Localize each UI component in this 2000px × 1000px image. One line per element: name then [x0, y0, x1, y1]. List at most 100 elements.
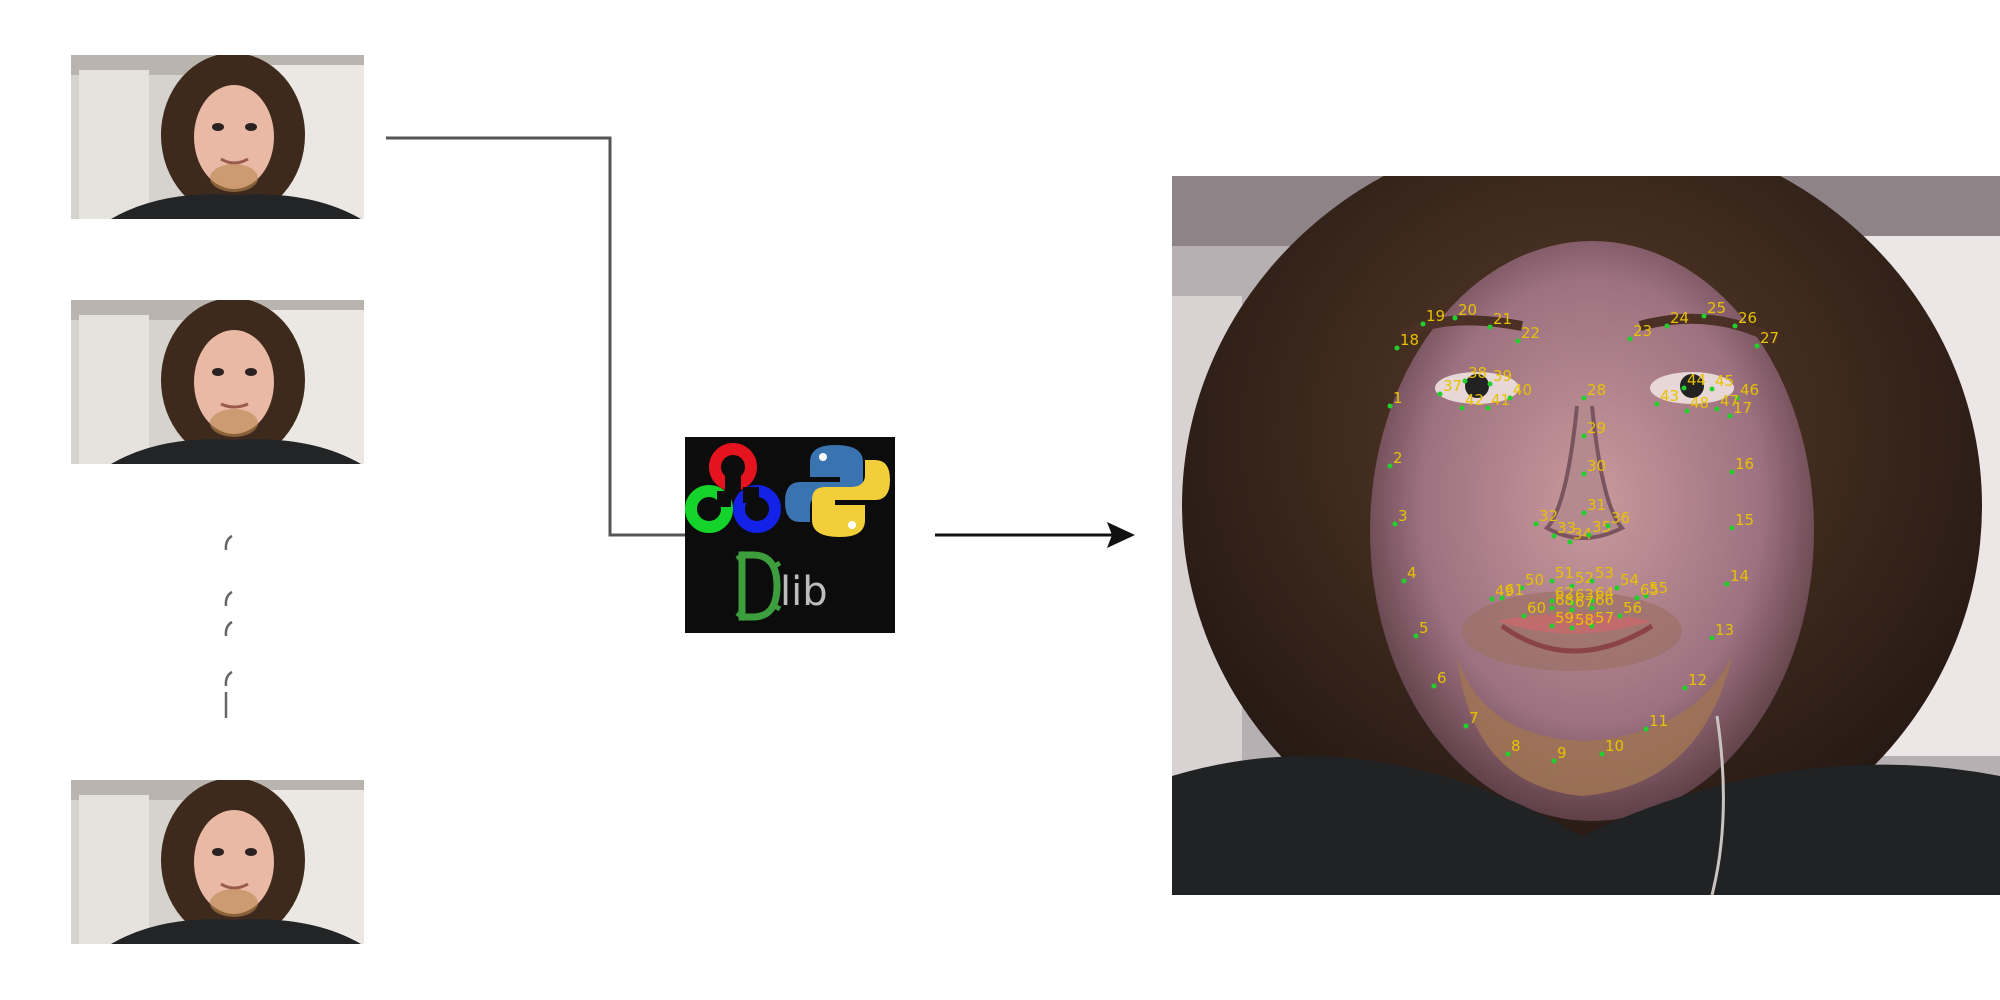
- landmark-label: 15: [1735, 511, 1754, 529]
- landmark-label: 11: [1649, 712, 1668, 730]
- landmark-point: [1519, 585, 1525, 591]
- landmark-label: 55: [1649, 579, 1668, 597]
- landmark-label: 49: [1495, 582, 1514, 600]
- landmark-point: [1387, 463, 1393, 469]
- landmark-label: 65: [1640, 581, 1659, 599]
- landmark-point: [1551, 533, 1557, 539]
- landmark-point: [1627, 336, 1633, 342]
- landmark-point: [1387, 403, 1393, 409]
- landmark-point: [1485, 405, 1491, 411]
- landmark-point: [1684, 408, 1690, 414]
- landmark-point: [1586, 532, 1592, 538]
- landmark-label: 28: [1587, 381, 1606, 399]
- landmark-point: [1709, 635, 1715, 641]
- landmark-label: 27: [1760, 329, 1779, 347]
- landmark-point: [1681, 385, 1687, 391]
- landmark-point: [1589, 598, 1595, 604]
- landmark-point: [1732, 323, 1738, 329]
- landmark-label: 57: [1595, 609, 1614, 627]
- dlib-wordmark: lib: [780, 569, 828, 615]
- landmark-label: 25: [1707, 299, 1726, 317]
- landmark-label: 38: [1468, 364, 1487, 382]
- vertical-ellipsis: [224, 534, 233, 718]
- landmark-point: [1724, 581, 1730, 587]
- landmark-label: 1: [1393, 389, 1403, 407]
- landmark-label: 29: [1587, 419, 1606, 437]
- landmark-label: 44: [1687, 371, 1706, 389]
- landmark-point: [1643, 726, 1649, 732]
- landmark-point: [1664, 323, 1670, 329]
- landmark-label: 37: [1443, 377, 1462, 395]
- landmark-label: 52: [1575, 569, 1594, 587]
- landmark-point: [1487, 324, 1493, 330]
- landmark-label: 51: [1555, 564, 1574, 582]
- landmark-label: 9: [1557, 744, 1567, 762]
- landmark-point: [1499, 595, 1505, 601]
- landmark-label: 24: [1670, 309, 1689, 327]
- landmark-label: 31: [1587, 496, 1606, 514]
- landmark-point: [1401, 578, 1407, 584]
- landmark-point: [1581, 395, 1587, 401]
- landmark-label: 61: [1505, 581, 1524, 599]
- landmark-label: 64: [1595, 584, 1614, 602]
- landmark-label: 67: [1575, 593, 1594, 611]
- landmark-label: 59: [1555, 609, 1574, 627]
- landmark-label: 18: [1400, 331, 1419, 349]
- landmark-label: 3: [1398, 507, 1408, 525]
- landmark-label: 68: [1555, 591, 1574, 609]
- landmark-label: 5: [1419, 619, 1429, 637]
- landmark-label: 60: [1527, 599, 1546, 617]
- landmark-label: 12: [1688, 671, 1707, 689]
- landmark-point: [1709, 386, 1715, 392]
- landmark-point: [1754, 343, 1760, 349]
- arrow-head-icon: [1107, 522, 1135, 548]
- landmark-label: 20: [1458, 301, 1477, 319]
- landmark-label: 54: [1620, 571, 1639, 589]
- landmark-point: [1392, 521, 1398, 527]
- dlib-logo-icon: [735, 551, 782, 621]
- landmark-point: [1452, 315, 1458, 321]
- landmark-label: 16: [1735, 455, 1754, 473]
- landmark-point: [1521, 613, 1527, 619]
- landmark-point: [1581, 471, 1587, 477]
- landmark-label: 4: [1407, 564, 1417, 582]
- landmark-label: 32: [1539, 507, 1558, 525]
- landmark-point: [1505, 751, 1511, 757]
- landmark-label: 7: [1469, 709, 1479, 727]
- landmark-label: 26: [1738, 309, 1757, 327]
- landmark-point: [1654, 401, 1660, 407]
- landmark-point: [1682, 685, 1688, 691]
- landmark-point: [1589, 623, 1595, 629]
- landmark-point: [1549, 605, 1555, 611]
- landmark-point: [1569, 607, 1575, 613]
- landmark-point: [1549, 623, 1555, 629]
- landmark-point: [1729, 469, 1735, 475]
- landmark-label: 30: [1587, 457, 1606, 475]
- landmark-point: [1515, 338, 1521, 344]
- landmark-label: 6: [1437, 669, 1447, 687]
- landmark-label: 35: [1592, 518, 1611, 536]
- landmark-label: 47: [1720, 392, 1739, 410]
- landmark-label: 14: [1730, 567, 1749, 585]
- landmark-point: [1437, 391, 1443, 397]
- landmark-label: 41: [1491, 391, 1510, 409]
- processing-logos: lib: [685, 437, 895, 633]
- landmark-label: 43: [1660, 387, 1679, 405]
- landmark-point: [1533, 521, 1539, 527]
- landmark-label: 39: [1493, 367, 1512, 385]
- landmark-point: [1549, 578, 1555, 584]
- landmark-label: 8: [1511, 737, 1521, 755]
- landmark-point: [1462, 378, 1468, 384]
- landmark-label: 10: [1605, 737, 1624, 755]
- landmark-label: 19: [1426, 307, 1445, 325]
- landmark-point: [1714, 406, 1720, 412]
- landmark-point: [1614, 585, 1620, 591]
- landmark-point: [1734, 395, 1740, 401]
- landmark-point: [1605, 523, 1611, 529]
- landmark-point: [1727, 413, 1733, 419]
- landmark-label: 40: [1513, 381, 1532, 399]
- landmark-label: 17: [1733, 399, 1752, 417]
- face-photo-thumb: [71, 780, 364, 944]
